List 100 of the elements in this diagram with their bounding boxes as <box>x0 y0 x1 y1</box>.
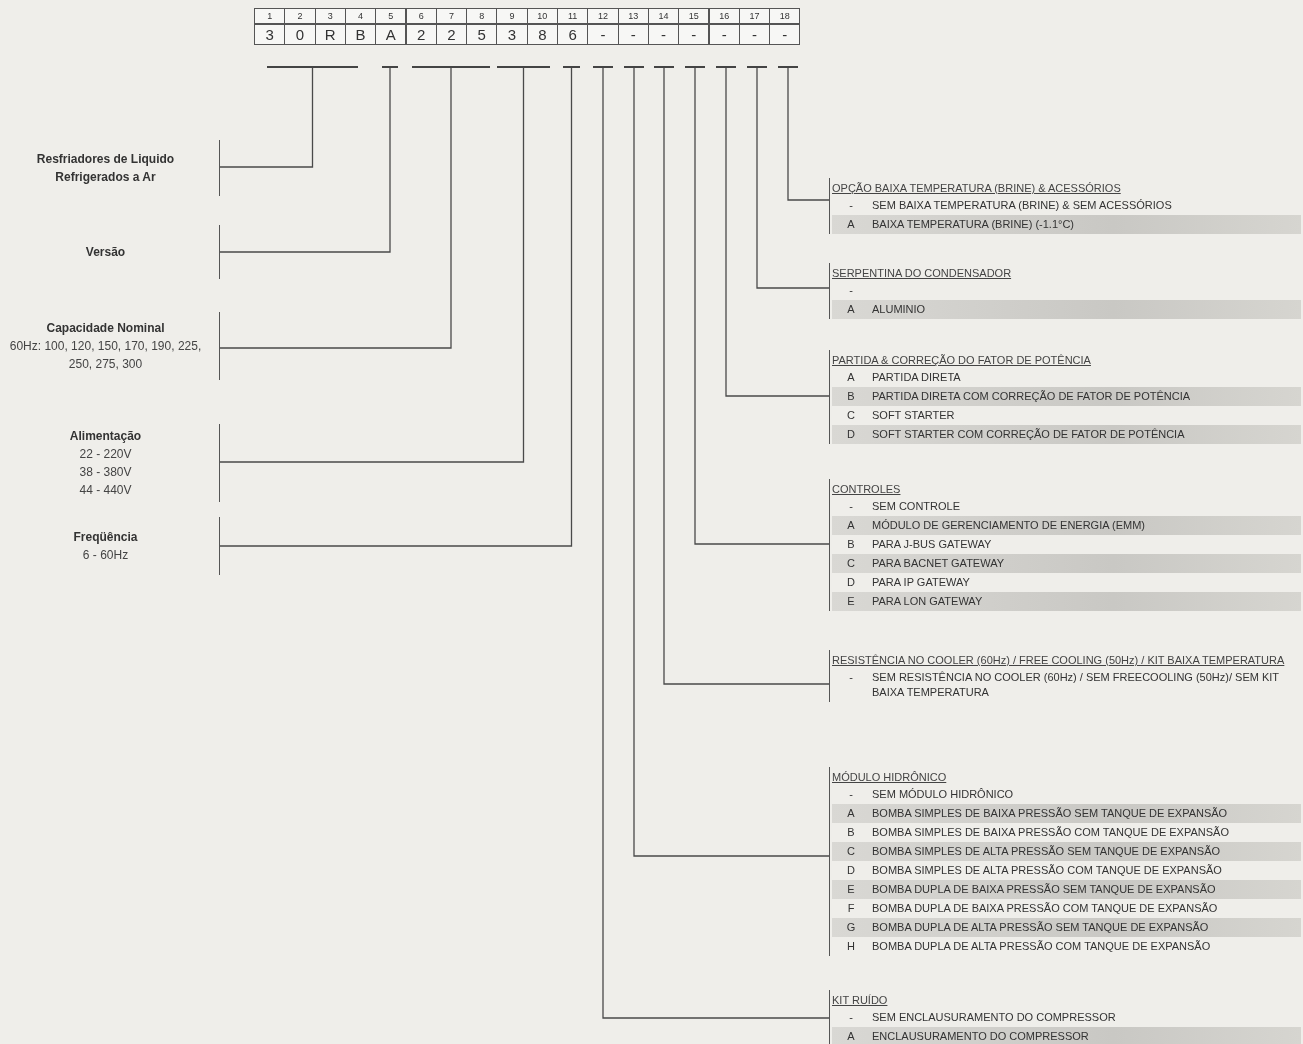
option-code: - <box>848 1010 854 1025</box>
position-number: 1 <box>254 8 286 24</box>
shaded-option-row <box>832 592 1301 611</box>
position-number: 14 <box>647 8 680 24</box>
option-text: BOMBA DUPLA DE ALTA PRESSÃO SEM TANQUE DE EXPANSÃO <box>872 920 1209 935</box>
underline-bar <box>563 66 580 68</box>
code-character: 3 <box>496 24 528 45</box>
code-character: B <box>344 24 377 45</box>
underline-bar <box>778 66 798 68</box>
position-number: 17 <box>738 8 771 24</box>
code-character: 5 <box>466 24 498 45</box>
position-number: 4 <box>344 8 377 24</box>
option-heading: CONTROLES <box>832 482 901 497</box>
option-text: PARA J-BUS GATEWAY <box>872 537 992 552</box>
code-character: R <box>314 24 346 45</box>
option-heading: MÓDULO HIDRÔNICO <box>832 770 947 785</box>
option-heading: SERPENTINA DO CONDENSADOR <box>832 266 1012 281</box>
option-text: SEM CONTROLE <box>872 499 960 514</box>
option-code: C <box>846 556 856 571</box>
underline-bar <box>716 66 736 68</box>
code-character: - <box>678 24 710 45</box>
option-text: BOMBA SIMPLES DE BAIXA PRESSÃO SEM TANQUE DE EXPANSÃO <box>872 806 1228 821</box>
field-heading: Alimentação <box>69 428 142 445</box>
leader-line <box>633 66 830 857</box>
code-character: A <box>375 24 407 45</box>
option-code: A <box>846 217 856 232</box>
option-code: B <box>846 825 856 840</box>
shaded-option-row <box>832 300 1301 319</box>
option-group-bracket <box>829 767 1301 956</box>
option-code: D <box>846 863 856 878</box>
option-text: SOFT STARTER <box>872 408 955 423</box>
option-code: G <box>845 920 857 935</box>
underline-bar <box>382 66 398 68</box>
option-code: - <box>848 499 854 514</box>
position-number: 5 <box>375 8 407 24</box>
option-text: PARA IP GATEWAY <box>872 575 970 590</box>
option-text: BOMBA SIMPLES DE ALTA PRESSÃO COM TANQUE DE EXPANSÃO <box>872 863 1222 878</box>
field-value: 22 - 220V <box>79 446 132 463</box>
option-code: D <box>846 575 856 590</box>
option-code: E <box>846 594 856 609</box>
position-number: 3 <box>314 8 346 24</box>
underline-bar <box>654 66 674 68</box>
underline-bar <box>747 66 767 68</box>
option-code: D <box>846 427 856 442</box>
field-heading: Capacidade Nominal <box>46 320 165 337</box>
code-character: 0 <box>284 24 316 45</box>
code-character: - <box>738 24 771 45</box>
option-code: B <box>846 389 856 404</box>
code-character: - <box>647 24 680 45</box>
option-text: PARA LON GATEWAY <box>872 594 983 609</box>
option-text: BOMBA DUPLA DE BAIXA PRESSÃO SEM TANQUE DE EXPANSÃO <box>872 882 1216 897</box>
option-code: C <box>846 408 856 423</box>
shaded-option-row <box>832 215 1301 234</box>
shaded-option-row <box>832 1027 1301 1044</box>
field-value: 44 - 440V <box>79 482 132 499</box>
position-number: 15 <box>678 8 710 24</box>
underline-bar <box>593 66 613 68</box>
option-heading: KIT RUÍDO <box>832 993 888 1008</box>
underline-bar <box>624 66 644 68</box>
position-number: 16 <box>708 8 740 24</box>
code-character: - <box>708 24 740 45</box>
field-heading: Resfriadores de Liquido Refrigerados a Ar <box>35 151 176 186</box>
code-character: 2 <box>435 24 468 45</box>
position-number: 18 <box>769 8 801 24</box>
shaded-option-row <box>832 387 1301 406</box>
leader-line <box>694 66 830 545</box>
position-number: 8 <box>466 8 498 24</box>
option-text: BAIXA TEMPERATURA (BRINE) (-1.1°C) <box>872 217 1075 232</box>
option-text: PARTIDA DIRETA COM CORREÇÃO DE FATOR DE POTÊNCIA <box>872 389 1191 404</box>
code-character: 6 <box>557 24 589 45</box>
option-text: BOMBA DUPLA DE BAIXA PRESSÃO COM TANQUE DE EXPANSÃO <box>872 901 1218 916</box>
underline-bar <box>497 66 550 68</box>
leader-line <box>219 66 525 463</box>
underline-bar <box>412 66 490 68</box>
leader-line <box>219 66 452 349</box>
underline-bar <box>685 66 705 68</box>
shaded-option-row <box>832 918 1301 937</box>
field-value: 60Hz: 100, 120, 150, 170, 190, 225, 250, 275, 300 <box>8 338 203 373</box>
leader-line <box>219 66 573 547</box>
position-number: 2 <box>284 8 316 24</box>
option-heading: OPÇÃO BAIXA TEMPERATURA (BRINE) & ACESSÓRIOS <box>832 181 1121 196</box>
option-heading: RESISTÊNCIA NO COOLER (60Hz) / FREE COOLING (50Hz) / KIT BAIXA TEMPERATURA <box>832 653 1285 668</box>
field-value: 38 - 380V <box>79 464 132 481</box>
option-code: - <box>848 283 854 298</box>
option-code: A <box>846 1029 856 1044</box>
option-group-bracket <box>829 350 1301 444</box>
option-text: SEM ENCLAUSURAMENTO DO COMPRESSOR <box>872 1010 1116 1025</box>
leader-line <box>602 66 830 1019</box>
position-number: 10 <box>526 8 558 24</box>
option-text: BOMBA SIMPLES DE ALTA PRESSÃO SEM TANQUE DE EXPANSÃO <box>872 844 1221 859</box>
option-group-bracket <box>829 178 1301 234</box>
shaded-option-row <box>832 425 1301 444</box>
option-text: ALUMINIO <box>872 302 926 317</box>
leader-line <box>219 66 391 253</box>
option-code: A <box>846 370 856 385</box>
code-character: - <box>617 24 649 45</box>
option-code: - <box>848 670 854 685</box>
field-value: 6 - 60Hz <box>82 547 129 564</box>
option-code: A <box>846 302 856 317</box>
position-number: 7 <box>435 8 468 24</box>
